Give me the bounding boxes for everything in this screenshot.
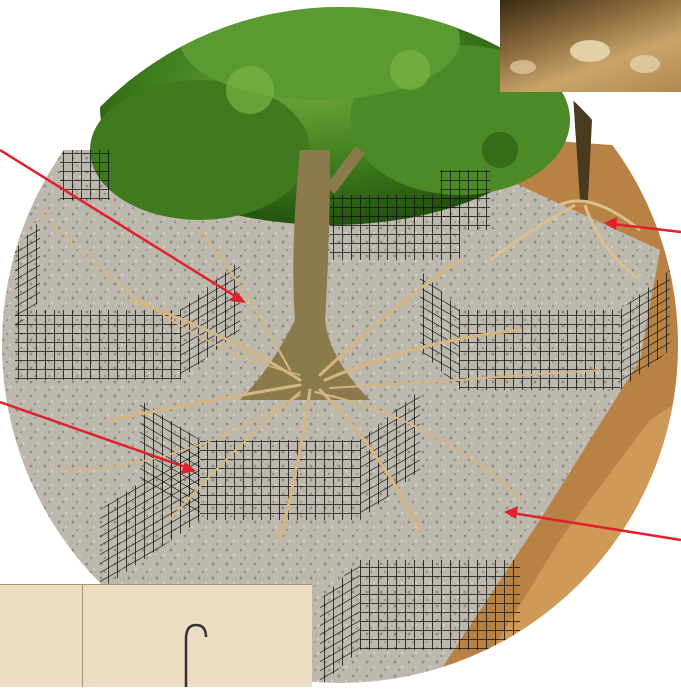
bottom-diagram-panel (0, 584, 312, 687)
inset-photo (500, 0, 681, 92)
hook-icon (0, 585, 312, 687)
